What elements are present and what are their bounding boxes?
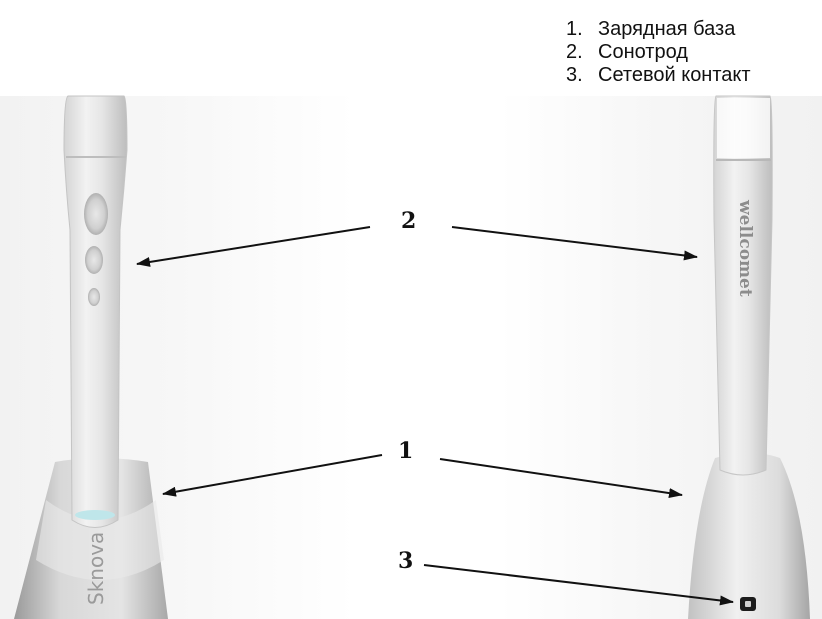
legend-item: 1. Зарядная база (566, 18, 751, 41)
callout-label-2: 2 (401, 208, 417, 234)
left-button-medium (85, 246, 103, 274)
legend-text: Сетевой контакт (598, 64, 751, 86)
callout-label-3: 3 (398, 548, 414, 574)
callout-label-1: 1 (398, 438, 414, 464)
left-button-small (88, 288, 100, 306)
right-charging-base (688, 453, 810, 619)
callout-arrows (136, 226, 734, 606)
legend-text: Зарядная база (598, 18, 736, 40)
legend-number: 2. (566, 41, 583, 63)
legend-item: 3. Сетевой контакт (566, 64, 751, 87)
arrow-1-right (439, 458, 683, 499)
right-brand-logo: wellcomet (735, 199, 755, 297)
arrow-2-right (451, 226, 698, 261)
arrow-2-left (136, 226, 371, 267)
legend-text: Сонотрод (598, 41, 688, 63)
right-handle (713, 95, 773, 476)
left-button-large (84, 193, 108, 235)
right-device: wellcomet (688, 95, 810, 619)
left-brand-logo: Sknova (84, 532, 108, 605)
left-handle (63, 95, 128, 528)
legend-item: 2. Сонотрод (566, 41, 751, 64)
legend-number: 1. (566, 18, 583, 40)
legend-number: 3. (566, 64, 583, 86)
arrow-1-left (162, 454, 383, 497)
left-device: Sknova (14, 95, 168, 619)
arrow-3 (423, 564, 734, 606)
legend-list: 1. Зарядная база 2. Сонотрод 3. Сетевой кон… (566, 18, 751, 87)
